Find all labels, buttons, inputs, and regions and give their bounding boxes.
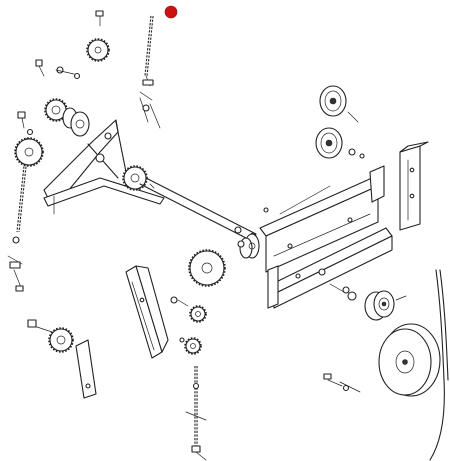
bracket-plate[interactable] (43, 119, 165, 215)
top-pulleys[interactable] (315, 85, 365, 159)
upper-angle-iron[interactable] (259, 165, 385, 273)
bottom-right-bolt[interactable] (323, 373, 361, 393)
upper-chain[interactable] (139, 15, 161, 129)
large-pulley[interactable] (378, 323, 441, 397)
highlight-marker[interactable] (164, 5, 178, 19)
double-sprocket-hub[interactable] (44, 98, 90, 137)
long-shaft[interactable] (139, 177, 257, 242)
center-small-parts[interactable] (170, 296, 207, 355)
left-large-sprocket[interactable] (14, 137, 44, 167)
drive-belt[interactable] (429, 269, 449, 461)
chain-guide[interactable] (125, 265, 169, 359)
hardware-top-left[interactable] (35, 59, 81, 80)
lower-angle-iron[interactable] (267, 227, 393, 309)
bottom-left-sprocket[interactable] (27, 319, 97, 399)
idler-hardware[interactable] (329, 283, 357, 301)
shaft-sprocket[interactable] (122, 165, 155, 191)
vertical-post[interactable] (399, 141, 429, 231)
center-large-sprocket[interactable] (188, 240, 245, 287)
top-sprocket[interactable] (86, 10, 110, 62)
lower-chain[interactable] (185, 366, 207, 461)
shaft-hub[interactable] (239, 233, 260, 259)
idler-pulley[interactable] (364, 290, 407, 321)
